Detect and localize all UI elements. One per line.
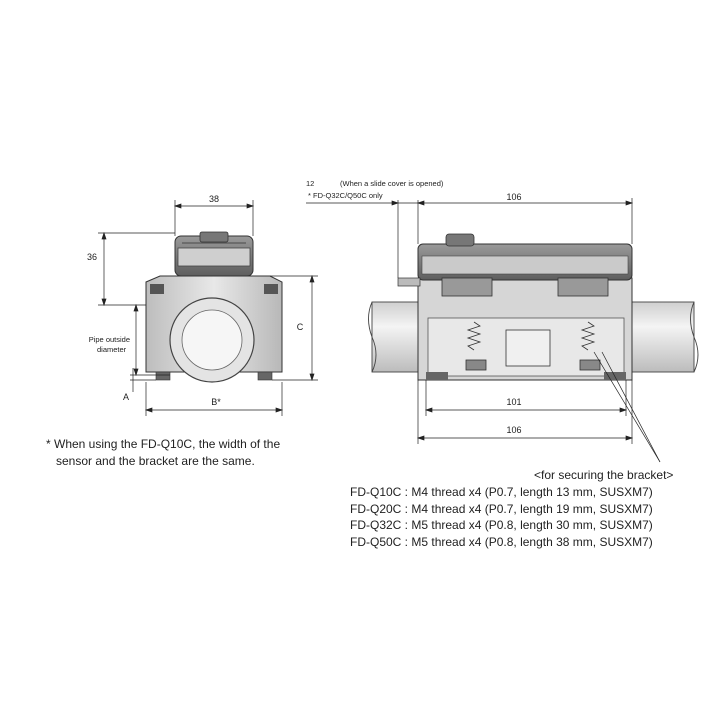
slide-cover <box>397 277 421 287</box>
dim-106-top-label: 106 <box>506 192 521 202</box>
dim-101-label: 101 <box>506 397 521 407</box>
foot-right <box>257 371 273 381</box>
spec-row: FD-Q32C : M5 thread x4 (P0.8, length 30 … <box>350 517 653 534</box>
spec-model: FD-Q20C : <box>350 501 409 516</box>
slide-cover-dim-label: 12 <box>306 179 314 188</box>
dim-line-106-top <box>418 198 634 244</box>
sensor-head <box>174 231 254 277</box>
dim-line-106-bottom <box>416 380 634 444</box>
dim-line-38 <box>173 200 255 236</box>
dim-B-label: B* <box>211 397 221 407</box>
dim-line-B <box>144 382 284 416</box>
slide-cover-only-note: * FD-Q32C/Q50C only <box>308 191 383 200</box>
spec-detail: M5 thread x4 (P0.8, length 38 mm, SUSXM7… <box>411 534 653 549</box>
pipe-diameter-label-2: diameter <box>97 345 127 354</box>
dim-line-101 <box>424 380 628 416</box>
left-end-view: 38 36 Pipe outside diameter C <box>87 194 318 416</box>
spec-detail: M5 thread x4 (P0.8, length 30 mm, SUSXM7… <box>411 518 653 532</box>
bracket-specs-list: FD-Q10C : M4 thread x4 (P0.7, length 13 … <box>350 484 653 550</box>
spec-model: FD-Q50C : <box>350 534 409 549</box>
bracket-clip-right <box>264 284 278 294</box>
dim-A-label: A <box>123 392 129 402</box>
sensor-head-side <box>417 233 633 297</box>
dim-106-bottom-label: 106 <box>506 425 521 435</box>
dim-line-36 <box>98 231 175 307</box>
footnote-line-2: sensor and the bracket are the same. <box>56 454 255 468</box>
dim-C-label: C <box>297 322 304 332</box>
dim-38-label: 38 <box>209 194 219 204</box>
pipe-cross-section <box>169 297 255 383</box>
bracket-clip-left <box>150 284 164 294</box>
spec-row: FD-Q10C : M4 thread x4 (P0.7, length 13 … <box>350 484 653 501</box>
dim-line-pipe <box>130 303 170 377</box>
bracket-screws <box>465 321 601 371</box>
dim-line-A <box>130 368 156 392</box>
spec-detail: M4 thread x4 (P0.7, length 19 mm, SUSXM7… <box>411 501 653 516</box>
spec-row: FD-Q50C : M5 thread x4 (P0.8, length 38 … <box>350 534 653 551</box>
foot-left <box>155 371 171 381</box>
spec-model: FD-Q10C : <box>350 485 409 499</box>
pipe-diameter-label-1: Pipe outside <box>89 335 130 344</box>
spec-row: FD-Q20C : M4 thread x4 (P0.7, length 19 … <box>350 501 653 518</box>
foot-side-left <box>426 372 448 380</box>
dim-36-label: 36 <box>87 252 97 262</box>
bracket-specs-title: <for securing the bracket> <box>534 468 674 482</box>
spec-model: FD-Q32C : <box>350 518 409 532</box>
screw-leader-lines <box>593 351 661 463</box>
slide-cover-note: (When a slide cover is opened) <box>340 179 444 188</box>
right-side-view: 12 (When a slide cover is opened) * FD-Q… <box>306 179 699 463</box>
slide-cover-dim <box>306 200 425 278</box>
footnote-line-1: * When using the FD-Q10C, the width of t… <box>46 437 281 451</box>
dim-line-C <box>270 274 318 382</box>
spec-detail: M4 thread x4 (P0.7, length 13 mm, SUSXM7… <box>411 485 653 499</box>
